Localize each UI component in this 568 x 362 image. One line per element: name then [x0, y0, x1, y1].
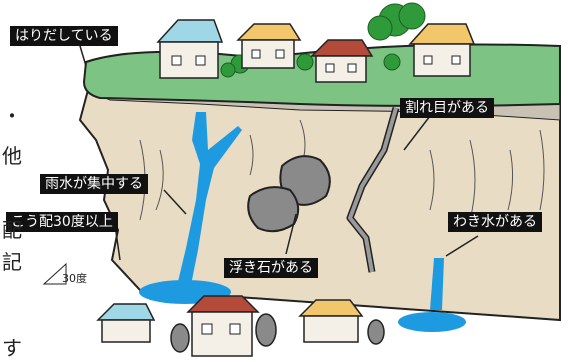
- floating-rocks: [247, 155, 331, 233]
- bottom-rocks: [170, 313, 385, 353]
- label-spring: わき水がある: [448, 212, 542, 232]
- label-crack: 割れ目がある: [400, 98, 494, 118]
- angle-label: 30度: [62, 272, 87, 285]
- label-slope: こう配30度以上: [6, 212, 118, 232]
- label-overhang: はりだしている: [10, 26, 118, 46]
- house-bottom-2: [186, 295, 260, 357]
- tree-group: [220, 2, 426, 78]
- house-top-2: [236, 23, 302, 69]
- edge-char-5: す: [2, 336, 22, 360]
- edge-char-4: 記: [2, 250, 22, 274]
- house-top-4: [408, 23, 476, 77]
- edge-char-1: ・: [2, 104, 22, 128]
- house-bottom-3: [298, 299, 364, 343]
- house-top-3: [310, 39, 374, 83]
- leader-lines: [79, 45, 479, 261]
- house-bottom-1: [96, 303, 156, 343]
- water-pool-right: [398, 312, 466, 332]
- spring-water: [430, 258, 444, 310]
- label-floating-rock: 浮き石がある: [224, 258, 318, 278]
- house-top-1: [156, 19, 224, 79]
- angle-marker: [42, 262, 67, 285]
- rainwater-stream: [176, 112, 242, 290]
- edge-char-3: 配: [2, 218, 22, 242]
- label-rainwater: 雨水が集中する: [40, 174, 148, 194]
- edge-char-2: 他: [2, 144, 22, 168]
